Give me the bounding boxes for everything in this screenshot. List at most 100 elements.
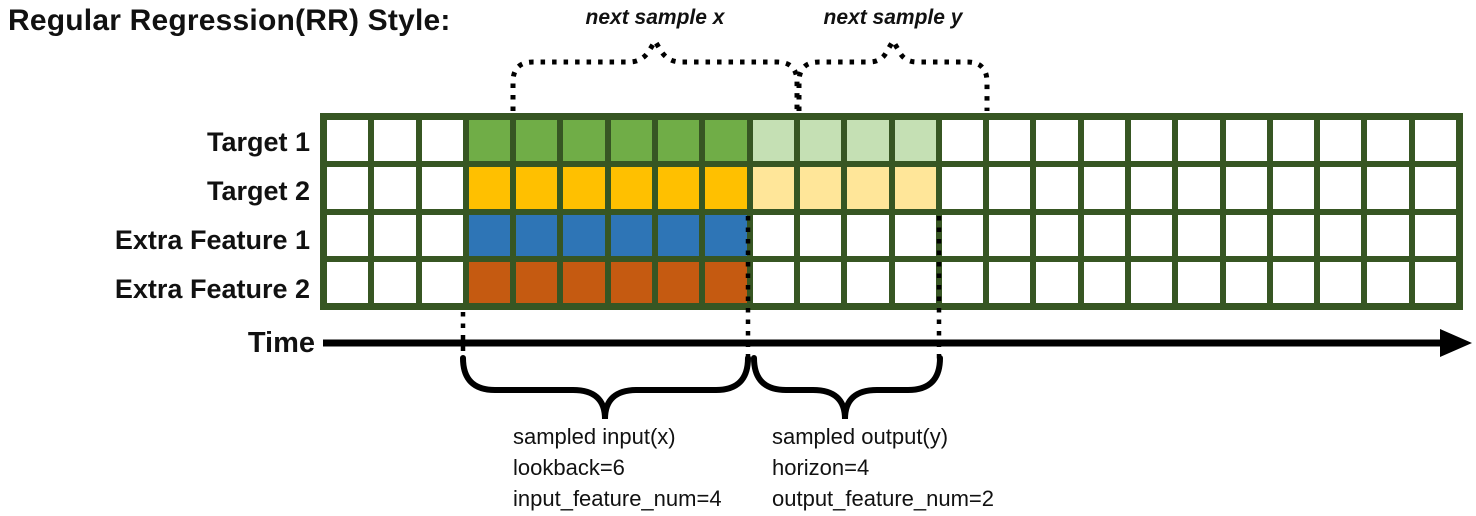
grid-cell-empty xyxy=(941,167,984,209)
grid-cell-empty xyxy=(1083,261,1125,303)
row-label-target-1: Target 1 xyxy=(206,127,310,157)
grid-cell-empty xyxy=(1225,261,1267,303)
grid-cell-empty xyxy=(1367,214,1409,256)
grid-cell-empty xyxy=(327,261,369,303)
grid-cell-empty xyxy=(941,120,984,162)
grid-cell-output xyxy=(799,120,842,162)
grid-cell-empty xyxy=(1320,167,1362,209)
grid-cell-empty xyxy=(989,261,1031,303)
grid-cell-empty xyxy=(941,261,984,303)
grid-cell-empty xyxy=(1272,120,1315,162)
input-feature-num-value: input_feature_num=4 xyxy=(513,486,722,511)
grid-cell-input xyxy=(516,214,558,256)
grid-cell-input xyxy=(658,214,700,256)
next-sample-y-label: next sample y xyxy=(823,6,963,29)
timeline-grid xyxy=(320,113,1463,310)
grid-cell-input xyxy=(563,120,605,162)
grid-cell-input xyxy=(610,167,653,209)
grid-cell-input xyxy=(658,167,700,209)
diagram-title: Regular Regression(RR) Style: xyxy=(8,4,451,37)
grid-cell-output xyxy=(847,167,889,209)
grid-cell-input xyxy=(705,167,747,209)
grid-cell-empty xyxy=(894,261,936,303)
grid-cell-empty xyxy=(1178,214,1220,256)
grid-cell-empty xyxy=(327,167,369,209)
grid-cell-empty xyxy=(1414,120,1456,162)
grid-cell-empty xyxy=(1320,120,1362,162)
grid-cell-empty xyxy=(989,167,1031,209)
grid-cell-input xyxy=(468,214,511,256)
grid-cell-empty xyxy=(421,214,463,256)
grid-cell-empty xyxy=(847,261,889,303)
grid-cell-input xyxy=(563,167,605,209)
grid-cell-empty xyxy=(989,120,1031,162)
grid-cell-output xyxy=(752,120,794,162)
grid-cell-input xyxy=(658,120,700,162)
next-sample-x-brace xyxy=(510,36,800,111)
grid-cell-empty xyxy=(1083,167,1125,209)
grid-cell-input xyxy=(468,120,511,162)
grid-cell-empty xyxy=(421,167,463,209)
grid-cell-output xyxy=(799,167,842,209)
grid-cell-empty xyxy=(1178,120,1220,162)
grid-cell-input xyxy=(468,261,511,303)
grid-cell-empty xyxy=(374,167,416,209)
row-label-extra-feature-1: Extra Feature 1 xyxy=(114,225,310,255)
grid-cell-empty xyxy=(374,214,416,256)
grid-cell-input xyxy=(516,167,558,209)
grid-cell-empty xyxy=(421,261,463,303)
grid-cell-empty xyxy=(1272,261,1315,303)
grid-cell-empty xyxy=(1130,214,1173,256)
sampled-input-annotation: sampled input(x) lookback=6 input_featur… xyxy=(513,421,722,514)
next-sample-x-label: next sample x xyxy=(585,6,725,29)
grid-cell-empty xyxy=(1225,120,1267,162)
grid-cell-empty xyxy=(1130,167,1173,209)
grid-cell-empty xyxy=(1272,214,1315,256)
grid-cell-empty xyxy=(1036,214,1078,256)
grid-cell-empty xyxy=(1036,120,1078,162)
sampled-output-brace xyxy=(751,355,943,420)
grid-cell-empty xyxy=(752,261,794,303)
grid-cell-output xyxy=(894,167,936,209)
grid-cell-output xyxy=(752,167,794,209)
grid-cell-empty xyxy=(1130,261,1173,303)
grid-cell-input xyxy=(705,261,747,303)
grid-cell-empty xyxy=(1414,214,1456,256)
grid-cell-input xyxy=(610,261,653,303)
row-label-target-2: Target 2 xyxy=(206,176,310,206)
grid-cell-empty xyxy=(1414,261,1456,303)
sampled-output-annotation: sampled output(y) horizon=4 output_featu… xyxy=(772,421,994,514)
grid-cell-input xyxy=(658,261,700,303)
grid-cell-empty xyxy=(1083,214,1125,256)
grid-cell-input xyxy=(610,214,653,256)
grid-cell-empty xyxy=(1320,261,1362,303)
grid-cell-empty xyxy=(1272,167,1315,209)
grid-cell-empty xyxy=(1367,120,1409,162)
grid-cell-empty xyxy=(799,214,842,256)
grid-cell-empty xyxy=(894,214,936,256)
output-feature-num-value: output_feature_num=2 xyxy=(772,486,995,511)
grid-cell-input xyxy=(705,214,747,256)
grid-cell-empty xyxy=(1414,167,1456,209)
grid-cell-empty xyxy=(327,120,369,162)
grid-cell-empty xyxy=(752,214,794,256)
grid-cell-empty xyxy=(941,214,984,256)
grid-cell-empty xyxy=(1367,261,1409,303)
grid-cell-empty xyxy=(1320,214,1362,256)
grid-cell-empty xyxy=(1178,261,1220,303)
grid-cell-output xyxy=(894,120,936,162)
next-sample-y-brace xyxy=(796,36,990,111)
grid-cell-empty xyxy=(989,214,1031,256)
grid-cell-empty xyxy=(1367,167,1409,209)
grid-cell-input xyxy=(610,120,653,162)
grid-cell-empty xyxy=(1225,167,1267,209)
sampled-output-title: sampled output(y) xyxy=(772,424,949,449)
grid-cell-input xyxy=(516,120,558,162)
grid-cell-input xyxy=(705,120,747,162)
grid-cell-input xyxy=(516,261,558,303)
grid-cell-output xyxy=(847,120,889,162)
horizon-value: horizon=4 xyxy=(772,455,870,480)
grid-cell-empty xyxy=(421,120,463,162)
lookback-value: lookback=6 xyxy=(513,455,625,480)
